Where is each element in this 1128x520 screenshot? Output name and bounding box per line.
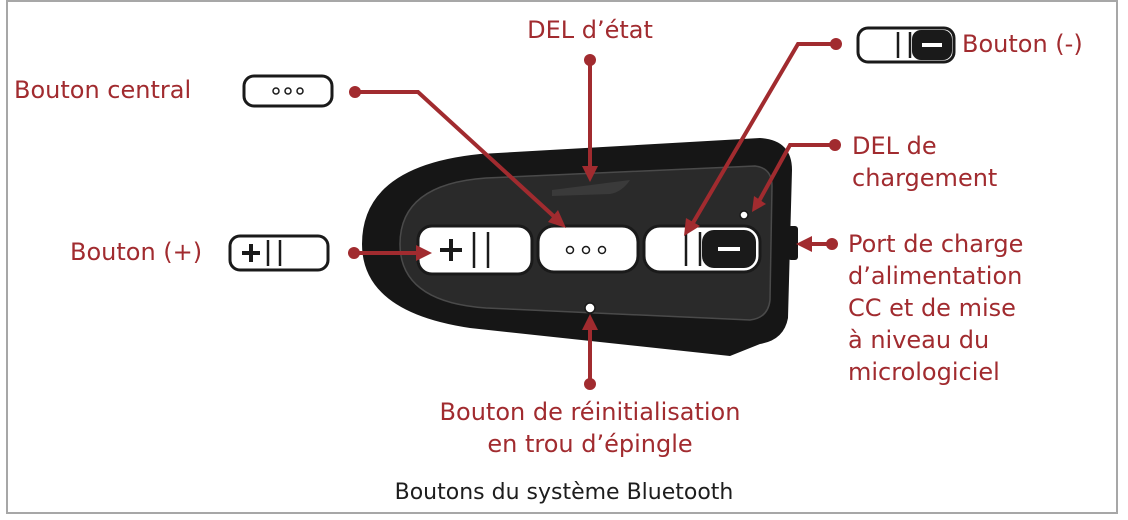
callout-charging-led — [756, 143, 837, 205]
device-minus-button — [642, 224, 762, 274]
device-center-button — [536, 224, 640, 274]
label-plus-button: Bouton (+) — [70, 238, 203, 266]
arrowhead-status-led — [582, 166, 598, 182]
label-reset-button-line-1: Bouton de réinitialisation — [439, 398, 741, 426]
label-center-button: Bouton central — [14, 76, 192, 104]
charging-led — [739, 210, 749, 220]
label-dc-port-line-3: CC et de mise — [848, 294, 1016, 322]
callout-dot-dc-port — [826, 238, 838, 250]
arrowhead-charging-led — [752, 196, 766, 212]
callout-dot-status-led — [584, 54, 596, 66]
callout-dot-charging-led — [829, 139, 841, 151]
reset-pinhole — [584, 302, 596, 314]
legend-center-button-icon — [242, 74, 334, 108]
status-led-slot — [552, 180, 630, 196]
arrowhead-center-button — [548, 210, 566, 228]
arrowhead-dc-port — [796, 236, 812, 252]
arrowhead-minus-button — [684, 218, 700, 236]
callout-minus-button — [688, 42, 838, 230]
callout-dot-minus-button — [830, 38, 842, 50]
callout-dot-center-button — [349, 86, 361, 98]
arrowhead-reset — [582, 314, 598, 330]
label-dc-port-line-4: à niveau du — [848, 326, 990, 354]
legend-plus-button-icon — [228, 234, 330, 272]
label-dc-port-line-2: d’alimentation — [848, 262, 1023, 290]
label-dc-port-line-5: micrologiciel — [848, 358, 1000, 386]
label-dc-port: Port de charge d’alimentation CC et de m… — [848, 228, 1023, 388]
label-status-led: DEL d’état — [527, 16, 653, 44]
callout-dot-reset — [584, 378, 596, 390]
callout-center-button — [353, 90, 562, 224]
label-dc-port-line-1: Port de charge — [848, 230, 1024, 258]
diagram-caption: Boutons du système Bluetooth — [394, 480, 734, 505]
label-charging-led-line-1: DEL de — [852, 132, 937, 160]
label-minus-button: Bouton (-) — [962, 30, 1083, 58]
arrowhead-plus-button — [416, 245, 432, 261]
label-charging-led: DEL de chargement — [852, 130, 997, 194]
device-plus-button — [416, 224, 534, 276]
label-reset-button-line-2: en trou d’épingle — [487, 430, 693, 458]
label-charging-led-line-2: chargement — [852, 164, 998, 192]
label-reset-button: Bouton de réinitialisation en trou d’épi… — [390, 396, 790, 460]
legend-minus-button-icon — [856, 26, 956, 64]
callout-dot-plus-button — [348, 247, 360, 259]
dc-port-shape — [788, 226, 798, 260]
